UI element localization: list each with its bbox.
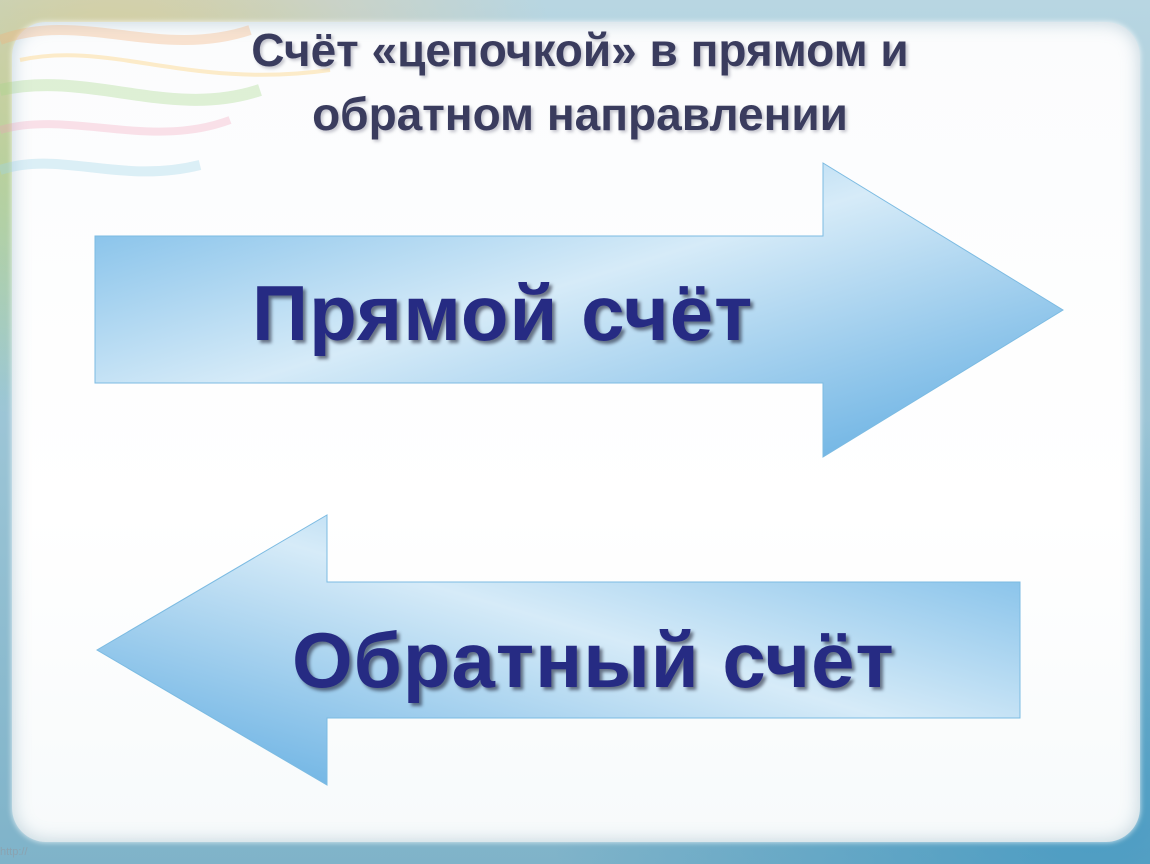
backward-count-label: Обратный счёт	[292, 616, 895, 704]
page-title: Счёт «цепочкой» в прямом и обратном напр…	[120, 18, 1040, 146]
title-line-1: Счёт «цепочкой» в прямом и	[251, 24, 909, 76]
forward-count-label: Прямой счёт	[252, 269, 754, 357]
title-line-2: обратном направлении	[312, 88, 848, 140]
footer-url: http://	[0, 846, 28, 858]
